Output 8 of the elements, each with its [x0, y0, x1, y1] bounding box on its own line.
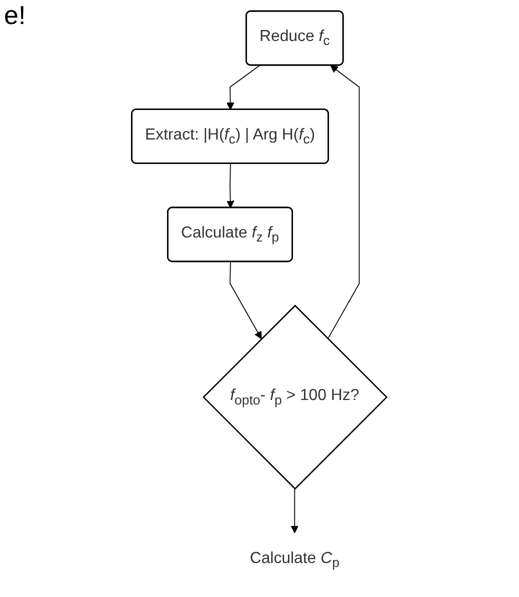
node-text: Calculate C$_{p}$ — [250, 548, 340, 570]
arrow — [230, 260, 262, 339]
note-text: e! — [4, 0, 26, 31]
arrow — [226, 64, 260, 110]
arrow — [328, 64, 360, 339]
node-diamond: f$_{opto}$- f$_{p}$ > 100 Hz? — [202, 304, 388, 490]
arrow — [291, 488, 299, 533]
arrow — [226, 162, 235, 208]
